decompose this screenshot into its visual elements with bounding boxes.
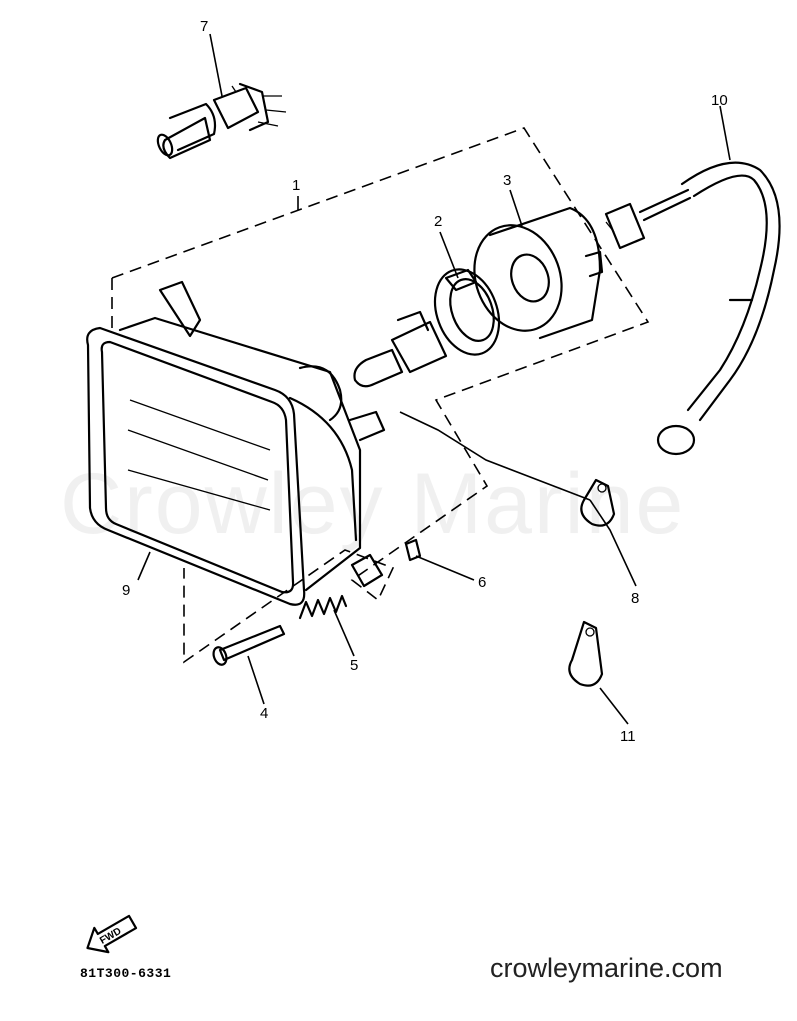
nut-part-6 <box>404 538 422 562</box>
drawing-code: 81T300-6331 <box>80 966 172 981</box>
callout-7: 7 <box>200 18 208 35</box>
callout-3: 3 <box>503 172 511 189</box>
spring-part-5 <box>298 594 348 620</box>
callout-2: 2 <box>434 213 442 230</box>
rim-part-9 <box>86 326 306 606</box>
clamp-part-11 <box>568 620 604 687</box>
assembly-boundary <box>111 127 650 664</box>
headlight-body <box>118 280 386 592</box>
screw-part-4 <box>212 624 286 666</box>
fwd-arrow-icon: FWD <box>86 914 138 954</box>
callout-5: 5 <box>350 657 358 674</box>
callout-6: 6 <box>478 574 486 591</box>
callout-1: 1 <box>292 177 300 194</box>
leader-lines <box>137 33 731 725</box>
retainer-part-2 <box>353 268 501 388</box>
watermark-text: Crowley Marine <box>60 456 686 552</box>
wire-harness-part-10 <box>604 161 781 456</box>
callout-4: 4 <box>260 705 268 722</box>
callout-10: 10 <box>711 92 728 109</box>
callout-11: 11 <box>620 728 636 745</box>
bulb-part-7 <box>156 82 287 160</box>
callout-9: 9 <box>122 582 130 599</box>
website-label: crowleymarine.com <box>490 953 723 983</box>
clamp-part-8 <box>580 478 616 527</box>
callout-8: 8 <box>631 590 639 607</box>
cover-part-3 <box>473 206 604 340</box>
